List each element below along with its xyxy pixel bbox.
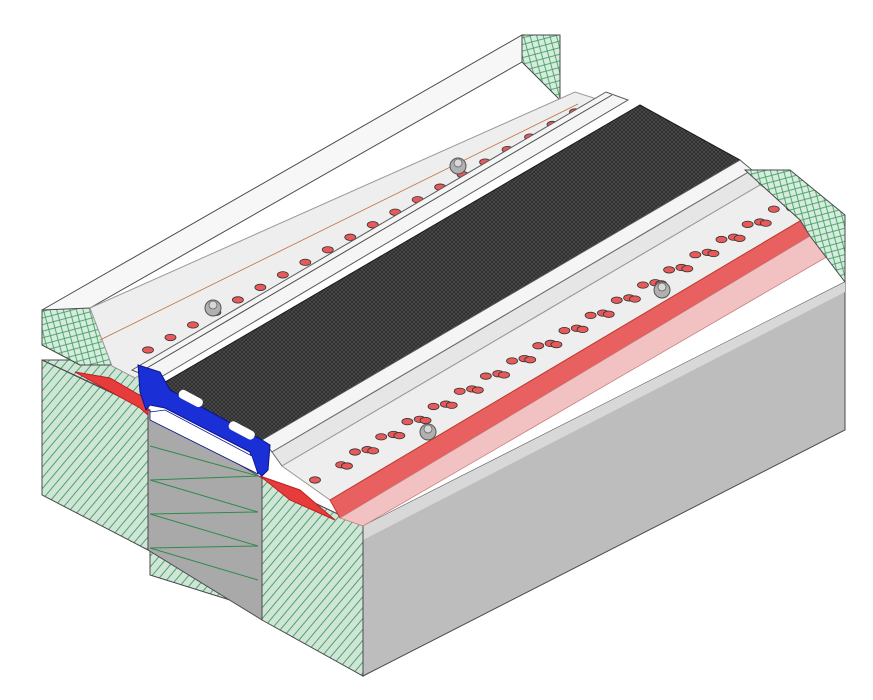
anchor-hole [341, 462, 353, 470]
anchor-hole [367, 447, 380, 455]
anchor-hole [681, 265, 694, 273]
anchor-hole [610, 296, 623, 304]
edge-profile-slot-2 [228, 421, 255, 440]
anchor-hole [231, 296, 244, 304]
anchor-hole [558, 326, 571, 335]
edge-profile-white-cut [149, 409, 259, 475]
anchor-hole [471, 386, 484, 394]
anchor-hole [187, 321, 199, 329]
edge-profile-section [137, 364, 271, 477]
back-concrete-hatch-end [521, 34, 561, 102]
bolt-nut-icon [208, 300, 218, 310]
anchor-hole [759, 219, 772, 227]
anchor-hole [715, 235, 728, 244]
anchor-hole [419, 416, 432, 425]
anchor-hole [637, 281, 649, 289]
anchor-hole [401, 418, 414, 426]
anchor-hole [349, 448, 361, 456]
anchor-hole [321, 246, 334, 254]
left-rail-line [139, 94, 613, 373]
anchor-hole [524, 356, 537, 364]
anchor-hole [393, 432, 406, 440]
anchor-hole [276, 271, 289, 279]
anchor-hole [344, 233, 357, 241]
bolt-nut-icon [657, 282, 667, 292]
anchor-hole [602, 310, 615, 318]
anchor-hole [164, 333, 177, 342]
anchor-bolts [204, 157, 671, 441]
bedding-mortar-right-front [259, 475, 336, 521]
anchor-hole [142, 346, 154, 354]
anchor-hole [299, 258, 312, 266]
anchor-hole [498, 371, 510, 379]
anchor-plate-left-edge [99, 103, 579, 341]
gap-zigzag-lines [149, 445, 259, 581]
anchor-hole [576, 325, 589, 334]
right-concrete-hatch-end [743, 169, 846, 284]
anchor-hole [741, 220, 754, 228]
anchor-hole [584, 311, 597, 320]
anchor-hole [309, 476, 321, 484]
anchor-hole [506, 357, 518, 365]
edge-profile-slot-1 [178, 389, 203, 408]
anchor-hole [532, 342, 545, 350]
bolt-nut-icon [453, 158, 463, 168]
anchor-hole [375, 433, 388, 441]
anchor-hole [767, 205, 780, 213]
anchor-hole [733, 234, 746, 242]
anchor-hole [629, 295, 641, 303]
anchor-hole [366, 221, 379, 229]
anchor-hole [453, 387, 466, 395]
anchor-hole [550, 340, 563, 349]
slab-front-top-band [363, 282, 845, 540]
anchor-hole [707, 249, 720, 258]
bolt-nut-icon [423, 424, 433, 434]
anchor-hole [689, 251, 702, 259]
anchor-hole [479, 372, 492, 380]
anchor-hole [427, 402, 440, 411]
anchor-hole [254, 283, 267, 291]
anchor-hole [445, 401, 458, 409]
anchor-hole [663, 266, 676, 274]
